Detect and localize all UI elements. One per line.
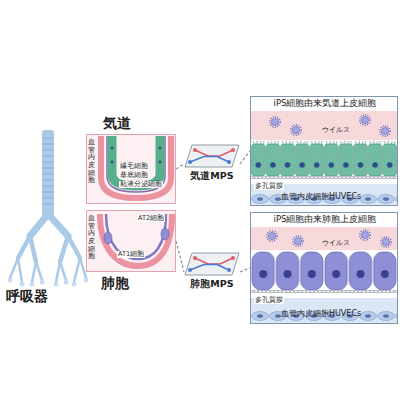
chip-port [188,268,192,272]
zoom-connector [176,164,184,169]
culture-panel: iPS細胞由来気道上皮細胞ウイルス多孔質膜血管内皮細胞HUVECs [250,96,398,206]
alveoli-dots [8,278,89,287]
medium [251,227,397,250]
panel-title: iPS細胞由来気道上皮細胞 [274,99,377,109]
airway-panel-art [251,111,397,205]
virus-label: ウイルス [321,126,351,134]
culture-panel: iPS細胞由来肺胞上皮細胞ウイルス多孔質膜血管内皮細胞HUVECs [250,212,398,324]
organ-label: 呼吸器 [6,288,48,304]
bronchus [18,236,80,262]
cell-label: 繊毛細胞 [119,163,149,170]
pores [251,177,397,178]
chip-label: 肺胞MPS [190,279,233,290]
cell-label: 基底細胞 [119,172,149,179]
membrane-label: 多孔質膜 [254,296,284,304]
chip-body [185,253,239,275]
chip-body [185,145,239,167]
cell-label: AT1細胞 [117,251,145,258]
alveolar-cells [251,250,397,290]
at2-cell [161,228,169,240]
chip-port [193,148,197,152]
panel-title: iPS細胞由来肺胞上皮細胞 [274,215,377,225]
zoom-connector [240,151,250,164]
chip-channel [195,258,233,264]
chip-symbol [184,142,240,170]
bronchiole [10,258,86,282]
chip-channel [195,150,233,156]
airway-cells [251,140,397,176]
trachea-rings [42,138,54,204]
virus-label: ウイルス [321,239,351,247]
pores [251,291,397,292]
mps-chip: 気道MPS [184,142,240,186]
airway-ground [86,134,176,204]
chip-port [188,160,192,164]
cell-label: AT2細胞 [137,215,165,222]
chip-port [227,160,231,164]
cell-label: 血管内皮細胞 [88,139,95,185]
mps-chip: 肺胞MPS [184,250,240,294]
chip-port [193,256,197,260]
at1-layer [106,214,166,259]
trachea [42,130,54,216]
region-heading: 気道 [103,115,131,131]
cell-label: 粘液分泌細胞 [119,181,163,188]
chip-port [227,268,231,272]
medium [251,111,397,140]
layer-label: 血管内皮細胞HUVECs [281,192,361,201]
respiratory-tree [8,130,89,287]
zoom-connector [240,268,250,272]
airway-region: 気道血管内皮細胞繊毛細胞基底細胞粘液分泌細胞 [86,134,176,204]
alveolus-ground [86,210,176,272]
layer-label: 血管内皮細胞HUVECs [281,309,361,318]
zoom-connector [176,241,184,272]
chip-channel [190,265,229,271]
chip-port [231,256,235,260]
cell-label: 血管内皮細胞 [88,215,95,261]
chip-label: 気道MPS [190,171,233,182]
airway-epithelium [112,136,160,186]
region-heading: 肺胞 [101,275,129,291]
alveolus-region: 肺胞血管内皮細胞AT2細胞AT1細胞 [86,210,176,272]
chip-channel [190,157,229,163]
vessel-layer [100,214,172,266]
bronchus [30,214,68,236]
vessel-layer [101,136,171,198]
basement-layer [107,136,165,192]
porous-membrane [251,176,397,179]
at2-cell [104,232,112,244]
chip-symbol [184,250,240,278]
porous-membrane [251,290,397,293]
chip-port [231,148,235,152]
membrane-label: 多孔質膜 [254,182,284,190]
alveolus-panel-art [251,227,397,323]
